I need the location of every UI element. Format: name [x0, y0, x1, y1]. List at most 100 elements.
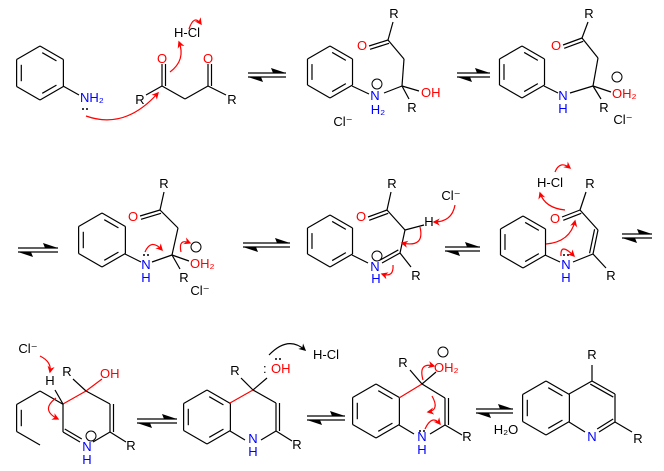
aromatic-inner-bond	[331, 252, 347, 262]
aromatic-inner-bond	[331, 51, 347, 61]
water-byproduct: H₂O	[494, 422, 519, 437]
double-bond	[561, 209, 581, 218]
s8-lone-pair: :	[263, 361, 267, 376]
bond	[161, 85, 186, 100]
amine-attack-arrow	[85, 91, 159, 121]
ring-bond	[78, 252, 103, 268]
new-cc-bond	[62, 390, 87, 405]
bond	[399, 229, 406, 254]
ring-bond	[307, 214, 331, 229]
chloride-deprotonation-arrow	[432, 204, 456, 226]
s7-hydroxyl: OH	[100, 366, 120, 381]
lone-pair-dot	[86, 108, 88, 110]
ring-bond	[329, 84, 353, 99]
s2-r-low: R	[407, 100, 416, 115]
s2-chloride: Cl⁻	[333, 114, 352, 129]
aromatic-inner-bond	[41, 52, 57, 62]
double-bond	[368, 39, 389, 47]
equilibrium-reverse-head	[457, 77, 472, 82]
s10-r4: R	[587, 347, 596, 362]
double-bond	[62, 431, 81, 443]
alkene-shift-arrow	[426, 395, 436, 415]
bond	[386, 191, 392, 211]
s9-nh: H	[417, 442, 426, 457]
ring-bond	[16, 45, 41, 61]
lone-pair-dot	[275, 358, 277, 360]
aromatic-inner-bond	[103, 251, 119, 261]
s3-nitrogen: N	[558, 88, 567, 103]
hydroxyl-protonation-arrow	[268, 343, 307, 356]
bond	[614, 421, 633, 433]
s9-nitrogen: N	[417, 429, 426, 444]
bond	[398, 424, 415, 435]
double-bond-second-line	[140, 212, 162, 220]
bond	[572, 253, 594, 263]
bond	[145, 85, 163, 96]
ring-bond	[39, 85, 64, 101]
ring-bond	[352, 423, 377, 439]
s1-hcl: H-Cl	[174, 25, 200, 40]
s9-oxonium: OH₂	[434, 360, 459, 375]
lone-pair-dot	[147, 254, 149, 256]
ring-bond	[39, 390, 64, 406]
s1-carbonyl-o1: O	[157, 51, 167, 66]
s5-alpha-h: H	[424, 214, 433, 229]
s5-chloride: Cl⁻	[441, 188, 460, 203]
double-bond	[598, 421, 616, 433]
lone-pair-dot	[279, 358, 281, 360]
bond	[124, 253, 142, 263]
bond	[421, 371, 437, 385]
s1-r1: R	[135, 92, 144, 107]
double-bond-second-line	[588, 229, 596, 254]
positive-charge-icon	[611, 71, 623, 83]
ring-bond	[375, 423, 400, 439]
equilibrium-forward-head	[465, 242, 480, 247]
water-leaving-arrow	[179, 237, 192, 253]
bond	[592, 85, 602, 100]
bonds-layer	[16, 21, 652, 446]
positive-charge-icon	[371, 250, 383, 262]
ring-bond	[307, 84, 331, 99]
s6-nitrogen: N	[561, 257, 570, 272]
s4-chloride: Cl⁻	[190, 283, 209, 298]
bond	[275, 430, 293, 442]
s9-r4: R	[398, 355, 407, 370]
ring-bond	[16, 430, 41, 446]
aromatic-inner-bond	[208, 396, 224, 406]
bond	[171, 227, 179, 256]
n-push-arrow	[424, 417, 441, 430]
ring-bond	[101, 252, 126, 268]
aromatic-inner-bond	[547, 387, 563, 397]
new-cc-bond	[398, 383, 423, 399]
s5-nitrogen: N	[370, 259, 379, 274]
ring-bond	[307, 45, 331, 60]
s2-nh2: H₂	[371, 102, 385, 117]
ring-bond	[521, 84, 545, 99]
ring-bond	[206, 429, 231, 445]
ring-bond	[329, 253, 353, 268]
ch-bond-to-alkene-arrow	[400, 226, 422, 248]
s7-chloride: Cl⁻	[18, 341, 37, 356]
bond	[252, 389, 277, 404]
arrows-layer	[18, 17, 652, 442]
s2-nitrogen: N	[370, 88, 379, 103]
ring-bond	[500, 215, 524, 230]
aromatic-inner-bond	[523, 51, 539, 61]
bond	[383, 85, 403, 94]
s7-r2: R	[126, 438, 135, 453]
ring-bond	[101, 212, 126, 228]
double-bond-second-line	[64, 428, 83, 440]
ring-bond	[329, 214, 353, 229]
ring-bond	[352, 383, 377, 399]
bond	[207, 85, 227, 96]
equilibrium-reverse-head	[445, 251, 460, 256]
bond	[401, 58, 405, 87]
s3-r-top: R	[584, 6, 593, 21]
ring-bond	[307, 253, 331, 268]
ring-bond	[521, 45, 545, 60]
s3-r-low: R	[599, 100, 608, 115]
bond	[581, 37, 599, 59]
bond	[544, 254, 561, 263]
equilibrium-reverse-head	[248, 77, 263, 82]
